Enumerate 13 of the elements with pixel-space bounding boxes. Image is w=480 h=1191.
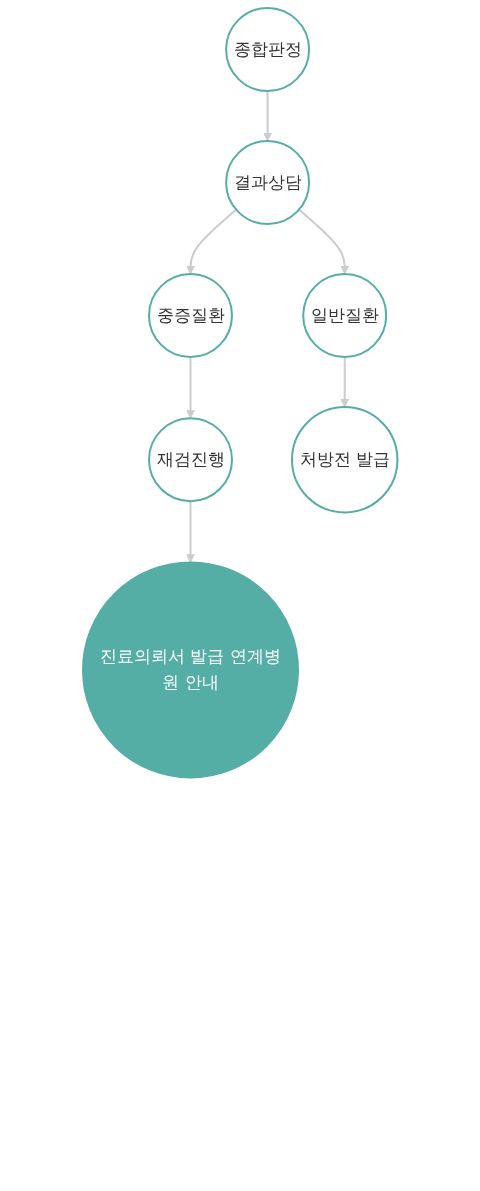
node-circle: 중증질환	[147, 273, 233, 358]
arrow	[185, 208, 237, 275]
arrow	[263, 90, 272, 142]
node-circle: 처방전 발급	[290, 406, 399, 514]
arrow	[297, 208, 349, 275]
arrow	[185, 500, 195, 563]
node-circle: 일반질환	[302, 273, 387, 358]
arrow	[185, 356, 195, 419]
node-circle: 결과상담	[224, 140, 310, 225]
node-circle: 재검진행	[147, 417, 233, 503]
node-circle: 종합판정	[224, 7, 310, 92]
node-circle: 진료의뢰서 발급 연계병원 안내	[81, 561, 299, 779]
arrow	[340, 356, 349, 408]
